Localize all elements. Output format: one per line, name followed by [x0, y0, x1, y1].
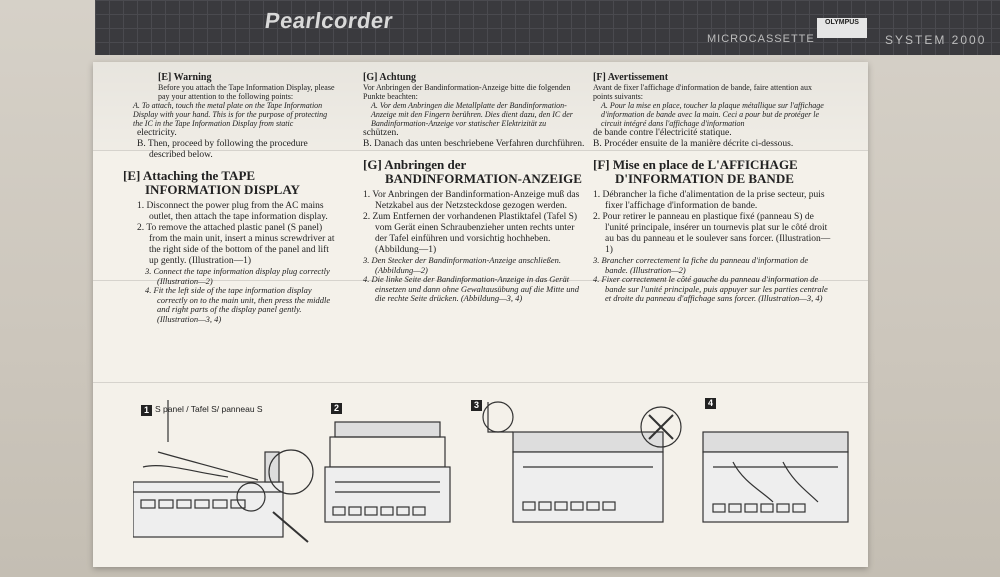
step-3: 3. Brancher correctement la fiche du pan… — [593, 255, 809, 275]
box-system-text: SYSTEM 2000 — [885, 33, 987, 47]
warning-heading: [F] Avertissement — [593, 72, 669, 83]
brand-badge: OLYMPUS — [817, 18, 867, 38]
warning-a-cont: de bande contre l'électricité statique. — [593, 128, 732, 138]
fold-line — [93, 280, 868, 281]
box-logo: Pearlcorder — [263, 8, 395, 33]
s-panel-label: S panel / Tafel S/ panneau S — [155, 404, 263, 414]
step-1: 1. Débrancher la fiche d'alimentation de… — [593, 190, 825, 211]
illustration-number-4: 4 — [705, 398, 716, 409]
warning-a: A. To attach, touch the metal plate on t… — [133, 101, 328, 128]
step-1: 1. Disconnect the power plug from the AC… — [137, 201, 328, 222]
box-micro-text: MICROCASSETTE — [707, 33, 815, 45]
warning-b: B. Procéder ensuite de la manière décrit… — [593, 139, 794, 149]
column-french: [F] Avertissement Avant de fixer l'affic… — [593, 72, 833, 304]
warning-b: B. Then, proceed by following the proced… — [137, 139, 308, 160]
step-4: 4. Fixer correctement le côté gauche du … — [593, 274, 828, 303]
warning-a-cont: electricity. — [137, 128, 177, 138]
illustration-number-2: 2 — [331, 403, 342, 414]
step-3: 3. Connect the tape information display … — [145, 266, 330, 286]
fold-line — [93, 150, 868, 151]
warning-heading: [G] Achtung — [363, 72, 417, 83]
step-4: 4. Die linke Seite der Bandinformation-A… — [363, 274, 579, 303]
illustration-1 — [133, 400, 314, 543]
step-2: 2. Pour retirer le panneau en plastique … — [593, 212, 831, 255]
warning-a-cont: schützen. — [363, 128, 399, 138]
warning-intro: Before you attach the Tape Information D… — [158, 83, 335, 101]
instruction-sheet: [E] Warning Before you attach the Tape I… — [93, 62, 868, 567]
warning-intro: Avant de fixer l'affichage d'information… — [593, 83, 812, 101]
installation-illustrations — [133, 400, 849, 543]
illustration-number-1: 1 — [141, 405, 152, 416]
column-german: [G] Achtung Vor Anbringen der Bandinform… — [363, 72, 588, 304]
section-title: [E] Attaching the TAPE INFORMATION DISPL… — [123, 168, 300, 197]
illustration-2 — [324, 421, 451, 523]
fold-line — [93, 382, 868, 383]
step-4: 4. Fit the left side of the tape informa… — [145, 285, 331, 324]
warning-a: A. Vor dem Anbringen die Metallplatte de… — [371, 101, 573, 128]
step-3: 3. Den Stecker der Bandinformation-Anzei… — [363, 255, 562, 275]
section-title: [F] Mise en place de L'AFFICHAGE D'INFOR… — [593, 157, 798, 186]
step-1: 1. Vor Anbringen der Bandinformation-Anz… — [363, 190, 580, 211]
illustration-3 — [482, 401, 682, 523]
illustration-4 — [702, 431, 849, 523]
product-box: Pearlcorder OLYMPUS MICROCASSETTE SYSTEM… — [95, 0, 1000, 55]
illustration-number-3: 3 — [471, 400, 482, 411]
warning-a: A. Pour la mise en place, toucher la pla… — [601, 101, 824, 128]
step-2: 2. Zum Entfernen der vorhandenen Plastik… — [363, 212, 578, 255]
section-title: [G] Anbringen der BANDINFORMATION-ANZEIG… — [363, 157, 582, 186]
column-english: [E] Warning Before you attach the Tape I… — [113, 72, 338, 324]
warning-b: B. Danach das unten beschriebene Verfahr… — [363, 139, 585, 149]
warning-heading: [E] Warning — [158, 72, 212, 83]
warning-intro: Vor Anbringen der Bandinformation-Anzeig… — [363, 83, 571, 101]
step-2: 2. To remove the attached plastic panel … — [137, 223, 335, 266]
